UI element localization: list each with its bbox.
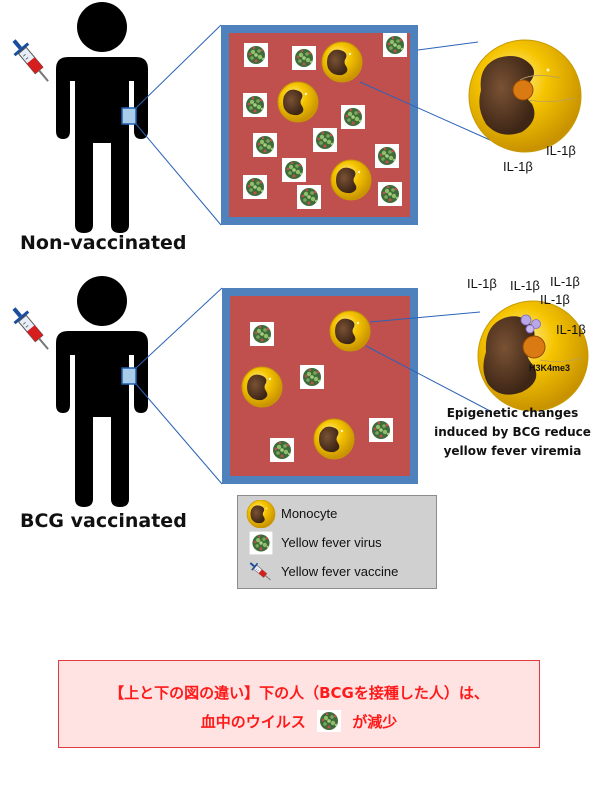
virus-particle xyxy=(341,105,365,129)
note-line-1: 【上と下の図の違い】下の人（BCGを接種した人）は、 xyxy=(109,684,489,702)
epigenetic-caption-line: yellow fever viremia xyxy=(443,444,582,458)
zoom-line xyxy=(135,383,223,485)
virus-particle xyxy=(383,33,407,57)
note-line-2-end: が減少 xyxy=(352,713,398,731)
legend: Monocyte Yellow fever virus Yellow fever… xyxy=(237,495,437,589)
il1b-label: IL-1β xyxy=(546,143,576,158)
note-line-2: 血中のウイルス が減少 xyxy=(59,710,539,732)
epigenetic-caption-line: Epigenetic changes xyxy=(446,406,579,420)
virus-particle xyxy=(297,185,321,209)
virus-particle xyxy=(250,322,274,346)
bcg-vaccinated-person xyxy=(56,276,148,507)
virus-particle xyxy=(270,438,294,462)
monocyte xyxy=(241,366,283,408)
legend-item-vaccine: Yellow fever vaccine xyxy=(238,558,438,586)
non-vaccinated-label: Non-vaccinated xyxy=(20,232,187,254)
zoom-line xyxy=(359,81,491,141)
virus-particle xyxy=(282,158,306,182)
monocyte-detail-bottom xyxy=(477,300,589,412)
virus-particle xyxy=(253,133,277,157)
virus-particle xyxy=(369,418,393,442)
il1b-label: IL-1β xyxy=(510,278,540,293)
monocyte xyxy=(329,310,371,352)
monocyte xyxy=(321,41,363,83)
il1b-label: IL-1β xyxy=(556,322,586,337)
epigenetic-caption: Epigenetic changes induced by BCG reduce… xyxy=(420,404,600,461)
il1b-label: IL-1β xyxy=(540,292,570,307)
il1b-label: IL-1β xyxy=(550,274,580,289)
virus-particle xyxy=(292,46,316,70)
arm-zoom-marker xyxy=(121,367,137,385)
virus-particle xyxy=(313,128,337,152)
virus-particle xyxy=(375,144,399,168)
legend-item-virus: Yellow fever virus xyxy=(238,529,438,557)
legend-label: Monocyte xyxy=(281,506,338,521)
monocyte xyxy=(277,81,319,123)
legend-label: Yellow fever virus xyxy=(281,535,382,550)
zoom-line xyxy=(135,24,222,109)
zoom-line xyxy=(135,287,223,369)
vaccine-syringe-icon xyxy=(6,302,56,356)
yellow-fever-vaccine-icon xyxy=(247,559,274,584)
virus-particle xyxy=(244,43,268,67)
legend-item-monocyte: Monocyte xyxy=(238,500,438,528)
virus-particle xyxy=(243,175,267,199)
virus-particle xyxy=(300,365,324,389)
il1b-label: IL-1β xyxy=(467,276,497,291)
monocyte xyxy=(330,159,372,201)
vaccine-syringe-icon xyxy=(6,34,56,88)
legend-label: Yellow fever vaccine xyxy=(281,564,399,579)
zoom-line xyxy=(365,345,493,413)
monocyte xyxy=(313,418,355,460)
note-line-2-start: 血中のウイルス xyxy=(200,713,306,731)
zoom-line xyxy=(369,311,481,323)
histone-mark-label: H3K4me3 xyxy=(529,363,570,373)
virus-particle xyxy=(243,93,267,117)
virus-particle xyxy=(378,182,402,206)
epigenetic-caption-line: induced by BCG reduce xyxy=(434,425,591,439)
bcg-vaccinated-label: BCG vaccinated xyxy=(20,510,187,532)
zoom-line xyxy=(135,123,222,226)
summary-note: 【上と下の図の違い】下の人（BCGを接種した人）は、 血中のウイルス が減少 xyxy=(58,660,540,748)
monocyte-icon xyxy=(246,500,276,528)
monocyte-detail-top xyxy=(468,39,582,153)
il1b-label: IL-1β xyxy=(503,159,533,174)
virus-icon xyxy=(317,710,341,732)
yellow-fever-virus-icon xyxy=(249,531,273,555)
zoom-line xyxy=(417,41,479,51)
arm-zoom-marker xyxy=(121,107,137,125)
